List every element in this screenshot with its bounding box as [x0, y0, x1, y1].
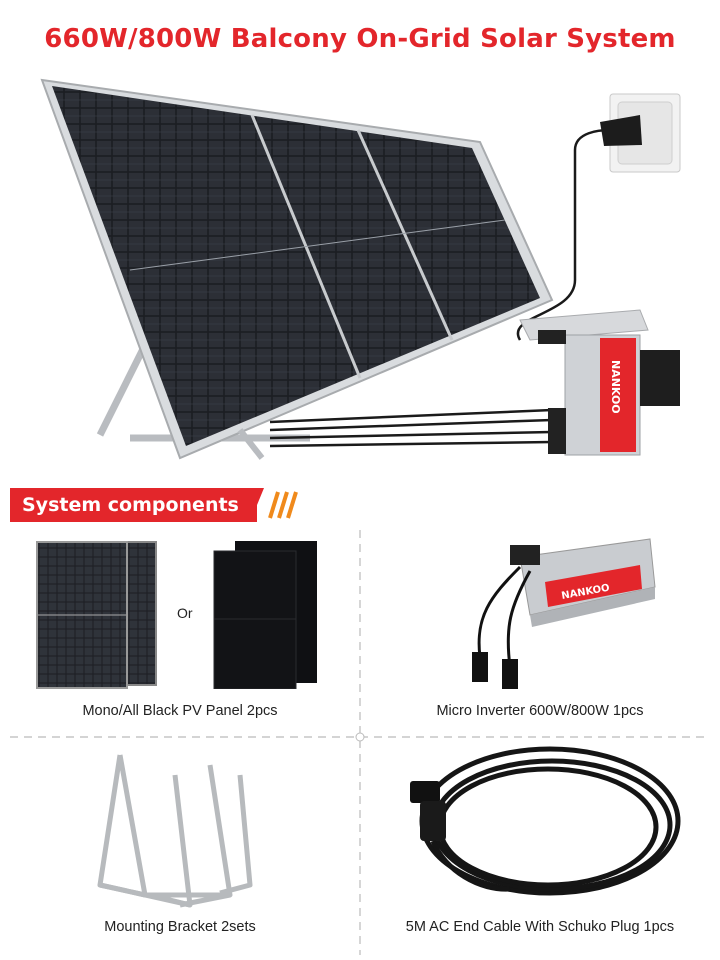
grid-dividers: [10, 530, 710, 955]
pv-panel-image: [36, 541, 317, 689]
svg-text:NANKOO: NANKOO: [609, 360, 622, 414]
components-grid: Or Mono/All Black PV Panel 2pcs NANKOO M…: [0, 525, 720, 960]
or-label: Or: [177, 605, 193, 621]
micro-inverter-caption: Micro Inverter 600W/800W 1pcs: [436, 703, 644, 719]
section-stripes-icon: [268, 491, 298, 519]
component-micro-inverter: NANKOO Micro Inverter 600W/800W 1pcs: [360, 525, 720, 737]
component-pv-panel: Or Mono/All Black PV Panel 2pcs: [0, 525, 360, 737]
mounting-bracket-caption: Mounting Bracket 2sets: [104, 919, 256, 935]
component-mounting-bracket: Mounting Bracket 2sets: [0, 737, 360, 960]
ac-cable-image: [410, 746, 681, 896]
hero-system-illustration: NANKOO: [40, 78, 681, 460]
micro-inverter-image: NANKOO: [472, 538, 656, 689]
hero-micro-inverter: NANKOO: [519, 309, 680, 456]
section-tag-notch: [250, 488, 264, 522]
page-title: 660W/800W Balcony On-Grid Solar System: [44, 24, 676, 54]
component-ac-cable: 5M AC End Cable With Schuko Plug 1pcs: [360, 737, 720, 960]
mounting-bracket-image: [97, 754, 253, 908]
section-tag: System components: [10, 488, 257, 522]
ac-cable-caption: 5M AC End Cable With Schuko Plug 1pcs: [405, 919, 675, 935]
hero-panel-cells: [52, 86, 540, 446]
pv-panel-caption: Mono/All Black PV Panel 2pcs: [82, 703, 278, 719]
hero-wall-socket: [600, 93, 681, 173]
